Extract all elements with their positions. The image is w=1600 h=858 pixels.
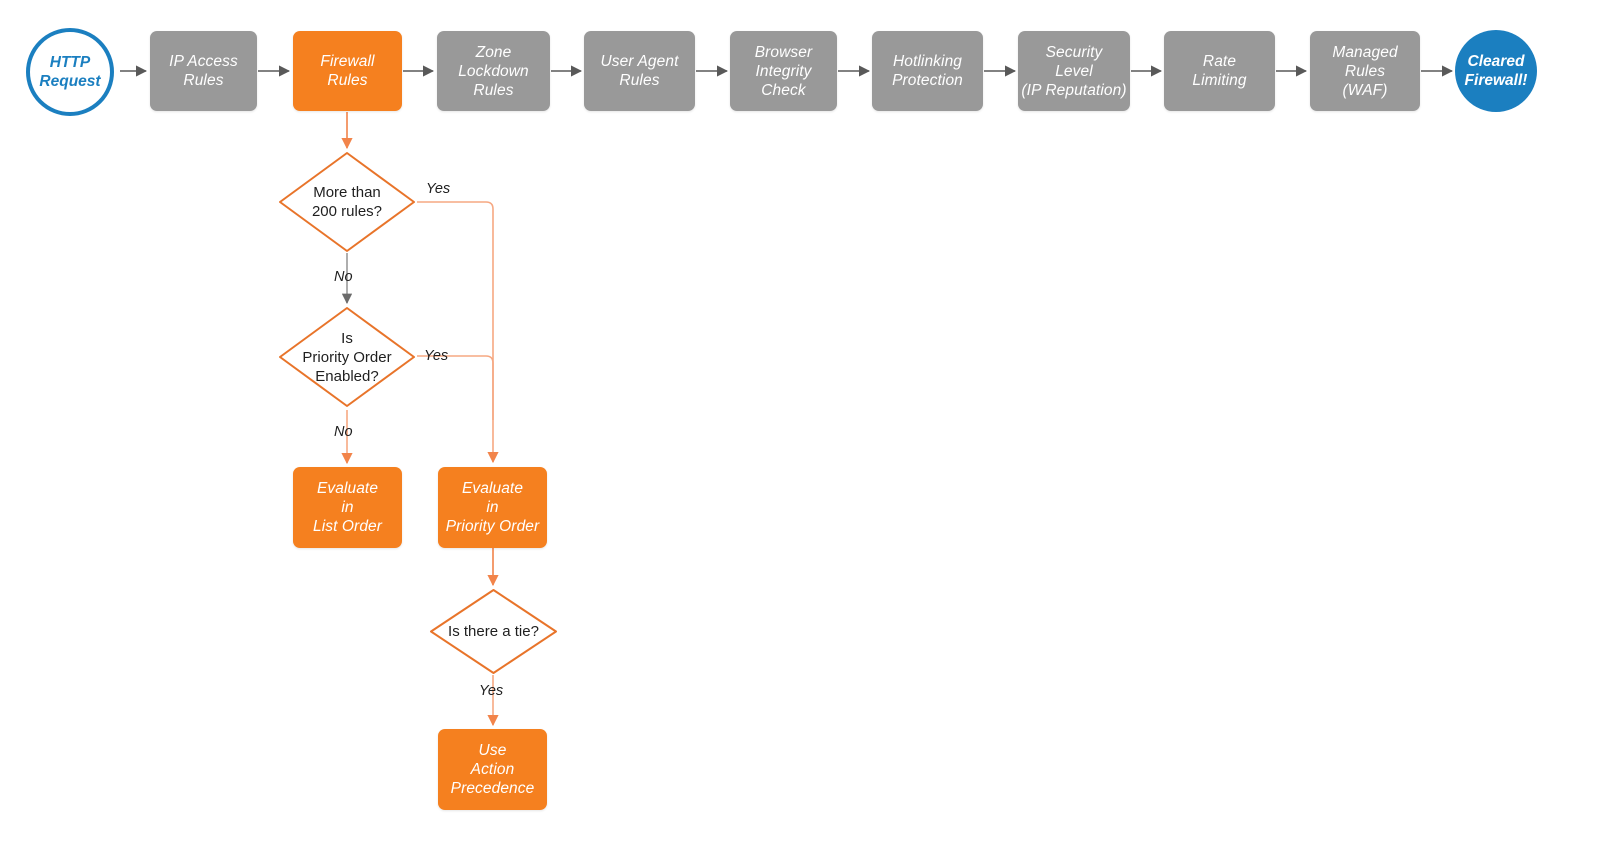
node-evaluate-in-priority-order[interactable]: Evaluate in Priority Order (438, 467, 547, 548)
edge-priority-yes-to-priority-order-box (417, 355, 494, 420)
node-firewall-rules[interactable]: Firewall Rules (293, 31, 402, 111)
decision-label-priority-order: Is Priority Order Enabled? (302, 329, 392, 385)
node-browser-integrity-check[interactable]: Browser Integrity Check (730, 31, 837, 111)
node-cleared-firewall[interactable]: Cleared Firewall! (1455, 30, 1537, 112)
node-user-agent-rules[interactable]: User Agent Rules (584, 31, 695, 111)
node-rate-limiting[interactable]: Rate Limiting (1164, 31, 1275, 111)
diamond-shape-200-rules (279, 152, 415, 252)
node-decision-priority-order-enabled[interactable]: Is Priority Order Enabled? (277, 305, 417, 409)
edge-label-200-rules-yes: Yes (426, 181, 451, 197)
node-managed-rules-waf[interactable]: Managed Rules (WAF) (1310, 31, 1420, 111)
node-evaluate-in-list-order[interactable]: Evaluate in List Order (293, 467, 402, 548)
node-use-action-precedence[interactable]: Use Action Precedence (438, 729, 547, 810)
edge-label-priority-order-yes: Yes (424, 348, 449, 364)
node-decision-more-than-200-rules[interactable]: More than 200 rules? (277, 150, 417, 254)
edge-label-priority-order-no: No (334, 424, 353, 440)
decision-label-200-rules: More than 200 rules? (311, 184, 383, 220)
node-http-request[interactable]: HTTP Request (26, 28, 114, 116)
diamond-shape-priority-order (279, 307, 415, 407)
diamond-shape-tie (430, 589, 557, 674)
edge-label-200-rules-no: No (334, 269, 353, 285)
edge-label-tie-yes: Yes (479, 683, 504, 699)
node-ip-access-rules[interactable]: IP Access Rules (150, 31, 257, 111)
edge-200-rules-yes-to-priority-order-box (417, 201, 499, 464)
node-security-level[interactable]: Security Level (IP Reputation) (1018, 31, 1130, 111)
node-decision-is-there-a-tie[interactable]: Is there a tie? (428, 587, 559, 676)
node-hotlinking-protection[interactable]: Hotlinking Protection (872, 31, 983, 111)
decision-label-tie: Is there a tie? (448, 623, 539, 640)
node-zone-lockdown-rules[interactable]: Zone Lockdown Rules (437, 31, 550, 111)
